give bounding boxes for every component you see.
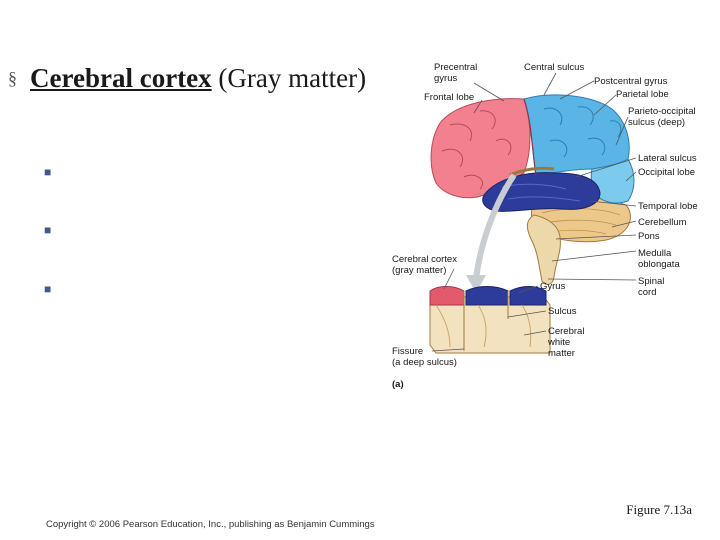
title-underlined: Cerebral cortex <box>30 63 212 93</box>
label-cerebellum: Cerebellum <box>638 217 687 228</box>
magnify-arrow <box>473 173 517 280</box>
label-postcentral-gyrus: Postcentral gyrus <box>594 76 668 87</box>
label-occipital-lobe: Occipital lobe <box>638 167 696 178</box>
label-white-matter: Cerebral white matter <box>548 326 585 359</box>
cortex-block <box>429 286 551 354</box>
parietal-lobe-shape <box>523 94 630 176</box>
label-central-sulcus: Central sulcus <box>524 62 585 73</box>
label-spinal-cord: Spinal cord <box>638 276 665 298</box>
brain-figure: Precentral gyrus Central sulcus Postcent… <box>384 55 720 395</box>
brain-illustration <box>429 72 637 354</box>
title-rest: (Gray matter) <box>211 63 367 93</box>
label-fissure: Fissure (a deep sulcus) <box>392 346 457 368</box>
slide-title: § Cerebral cortex (Gray matter) <box>8 60 368 96</box>
sub-bullet-1-icon: ■ <box>44 165 52 179</box>
sub-bullet-3-icon: ■ <box>44 282 52 296</box>
title-bullet-icon: § <box>8 68 17 88</box>
label-parietal-lobe: Parietal lobe <box>616 89 669 100</box>
label-medulla-oblongata: Medulla oblongata <box>638 248 680 270</box>
brainstem-shape <box>526 214 561 285</box>
label-temporal-lobe: Temporal lobe <box>638 201 698 212</box>
copyright-text: Copyright © 2006 Pearson Education, Inc.… <box>46 519 375 530</box>
label-sulcus: Sulcus <box>548 306 577 317</box>
label-lateral-sulcus: Lateral sulcus <box>638 153 697 164</box>
arrow-head-icon <box>466 275 486 293</box>
label-gyrus: Gyrus <box>540 281 566 292</box>
title-text: Cerebral cortex (Gray matter) <box>8 60 368 96</box>
label-cerebral-cortex: Cerebral cortex (gray matter) <box>392 254 457 276</box>
sub-bullet-2-icon: ■ <box>44 223 52 237</box>
label-panel: (a) <box>392 379 404 390</box>
figure-caption: Figure 7.13a <box>626 502 692 517</box>
label-pons: Pons <box>638 231 660 242</box>
frontal-lobe-shape <box>430 98 531 199</box>
label-frontal-lobe: Frontal lobe <box>424 92 475 103</box>
label-precentral-gyrus: Precentral gyrus <box>434 62 478 84</box>
label-parieto-occipital-sulcus: Parieto-occipital sulcus (deep) <box>628 106 696 128</box>
leader-lines <box>431 72 637 352</box>
